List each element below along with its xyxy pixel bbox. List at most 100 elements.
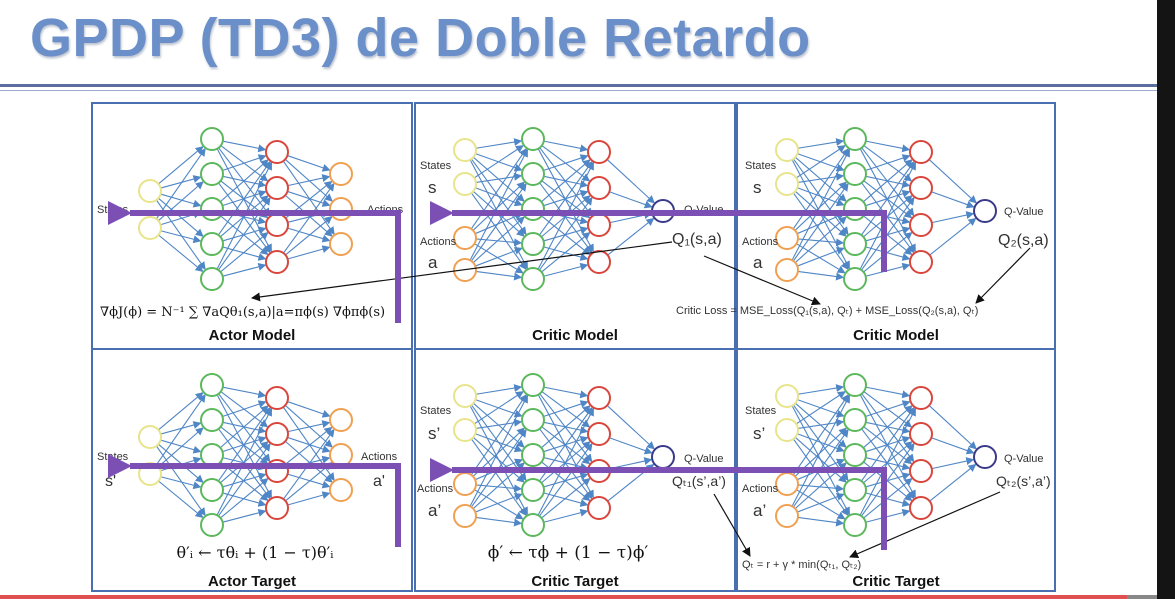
network-edge: [797, 172, 845, 183]
network-edge: [931, 191, 975, 209]
neuron: [453, 418, 477, 442]
network-edge: [475, 484, 523, 493]
network-edge: [606, 405, 655, 450]
network-edge: [865, 400, 911, 418]
network-edge: [157, 427, 204, 468]
q2-expression: Q₂(s,a): [998, 232, 1049, 249]
network-edge: [540, 159, 591, 203]
neuron: [453, 138, 477, 162]
neuron: [775, 258, 799, 282]
network-edge: [475, 384, 523, 395]
neuron: [453, 172, 477, 196]
network-edge: [218, 182, 271, 254]
states-label: States: [420, 405, 452, 417]
neuron: [521, 513, 545, 537]
network-edge: [158, 146, 204, 185]
soft-update-formula: θ′ᵢ ← τθᵢ + (1 − τ)θ′ᵢ: [177, 543, 334, 562]
neuron: [909, 386, 933, 410]
neuron: [453, 384, 477, 408]
network-edge: [222, 262, 267, 277]
network-edge: [284, 404, 333, 448]
neuron: [329, 443, 353, 467]
neuron: [775, 504, 799, 528]
network-edge: [795, 145, 846, 179]
network-edge: [475, 433, 523, 453]
neuron: [200, 443, 224, 467]
network-edge: [474, 212, 523, 235]
network-edge: [475, 238, 523, 247]
states-label: States: [745, 405, 777, 417]
panel-frame: [91, 348, 413, 592]
states-var: s’: [428, 424, 440, 443]
critic-loss-formula: Critic Loss = MSE_Loss(Q₁(s,a), Qₜ) + MS…: [676, 305, 978, 317]
neuron: [775, 418, 799, 442]
network-edge: [792, 438, 849, 517]
network-edge: [475, 418, 523, 429]
neuron: [973, 199, 997, 223]
neuron: [329, 478, 353, 502]
network-edge: [284, 158, 333, 202]
neuron: [521, 373, 545, 397]
states-label: States: [420, 160, 452, 172]
neuron: [909, 496, 933, 520]
neuron: [521, 408, 545, 432]
actions-var: a’: [753, 501, 766, 520]
network-edge: [863, 477, 913, 519]
neuron: [265, 422, 289, 446]
states-var: s: [428, 178, 437, 197]
network-edge: [472, 216, 525, 264]
actions-label: Actions: [742, 483, 779, 495]
neuron: [200, 232, 224, 256]
network-edge: [287, 401, 331, 418]
network-edge: [861, 196, 915, 271]
neuron: [453, 504, 477, 528]
neuron: [265, 176, 289, 200]
network-edge: [158, 392, 204, 431]
qt1-expression: Qₜ₁(s’,a’): [672, 473, 726, 489]
neuron: [775, 384, 799, 408]
network-edge: [539, 147, 593, 217]
neuron: [587, 140, 611, 164]
network-edge: [860, 160, 915, 236]
network-edge: [541, 477, 591, 519]
network-edge: [219, 405, 269, 449]
network-edge: [865, 262, 911, 277]
network-edge: [287, 155, 331, 172]
network-edge: [796, 243, 846, 274]
panel-caption: Actor Model: [209, 327, 296, 344]
panel-caption: Critic Target: [852, 573, 939, 590]
network-edge: [928, 405, 977, 450]
network-edge: [473, 145, 524, 179]
policy-gradient-formula: ∇ϕJ(ϕ) = N⁻¹ ∑ ∇aQθ₁(s,a)|a=πϕ(s) ∇ϕπϕ(s…: [100, 305, 385, 320]
network-edge: [160, 421, 202, 435]
network-edge: [475, 247, 523, 267]
network-edge: [470, 192, 527, 271]
flow-arrow: [430, 201, 887, 272]
neuron: [265, 250, 289, 274]
states-label: States: [745, 160, 777, 172]
network-edge: [160, 439, 202, 454]
qvalue-label: Q-Value: [684, 453, 724, 465]
panel-caption: Actor Target: [208, 573, 296, 590]
neuron: [843, 513, 867, 537]
neuron: [775, 226, 799, 250]
neuron: [843, 232, 867, 256]
flow-arrow: [108, 201, 401, 323]
network-edge: [797, 138, 845, 149]
neuron: [775, 138, 799, 162]
network-edge: [475, 172, 523, 183]
network-edge: [218, 393, 271, 463]
network-edge: [287, 174, 331, 187]
network-edge: [861, 428, 915, 500]
network-edge: [861, 393, 915, 463]
network-edge: [865, 154, 911, 172]
actions-label: Actions: [417, 483, 454, 495]
network-edge: [155, 445, 206, 517]
network-edge: [539, 393, 593, 463]
network-edge: [796, 212, 845, 235]
network-edge: [287, 473, 331, 489]
network-edge: [861, 147, 915, 217]
neuron: [329, 232, 353, 256]
neuron: [775, 172, 799, 196]
network-edge: [797, 384, 845, 395]
